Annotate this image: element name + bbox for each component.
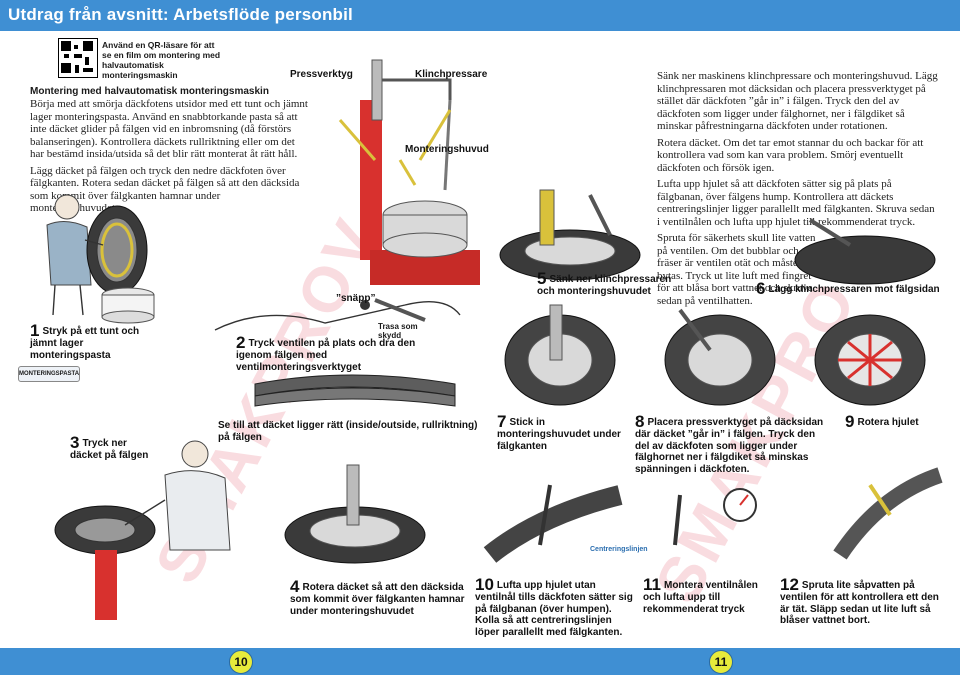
illustration-steps-10-12: [483, 467, 943, 563]
illustration-steps-7-9: [504, 304, 926, 406]
footer-bar: 10 11: [0, 648, 960, 675]
qr-note: Använd en QR-läsare för att se en film o…: [102, 40, 221, 80]
label-klinchpressare: Klinchpressare: [415, 69, 488, 80]
illustration-step-6: [794, 218, 936, 285]
paste-label: MONTERINGSPASTA: [18, 366, 80, 382]
label-pressverktyg: Pressverktyg: [290, 69, 353, 80]
illustration-tire-sidewalls: [254, 374, 456, 407]
illustration-step-5: [499, 189, 641, 281]
right-paragraph-2: Rotera däcket. Om det tar emot stannar d…: [657, 136, 924, 174]
illustration-step-1: [46, 194, 148, 316]
label-snapp: ”snäpp”: [336, 293, 376, 304]
page-number-right: 11: [709, 650, 733, 674]
intro-paragraph-1: Börja med att smörja däckfotens utsidor …: [30, 98, 308, 160]
intro-heading: Montering med halvautomatisk monteringsm…: [30, 86, 269, 97]
illustration-tire-machine: [338, 59, 480, 285]
qr-code[interactable]: [58, 38, 98, 78]
page-number-left: 10: [229, 650, 253, 674]
illustration-step-3: [54, 440, 231, 620]
right-paragraph-3: Lufta upp hjulet så att däckfoten sätter…: [657, 178, 935, 228]
illustration-step-4: [284, 464, 426, 564]
page-title: Utdrag från avsnitt: Arbetsflöde personb…: [8, 5, 353, 24]
label-trasa: Trasa som skydd: [378, 322, 418, 340]
header-bar: Utdrag från avsnitt: Arbetsflöde personb…: [0, 0, 960, 31]
tire-orientation-caption: Se till att däcket ligger rätt (inside/o…: [218, 420, 478, 443]
right-paragraph-4: Spruta för säkerhets skull lite vatten p…: [657, 232, 816, 307]
label-monteringshuvud: Monteringshuvud: [405, 144, 489, 155]
label-centreringslinjen: Centreringslinjen: [590, 546, 648, 553]
right-paragraph-1: Sänk ner maskinens klinchpressare och mo…: [657, 70, 938, 132]
paste-jar-icon: [101, 287, 155, 324]
illustration-step-2: [214, 298, 461, 331]
